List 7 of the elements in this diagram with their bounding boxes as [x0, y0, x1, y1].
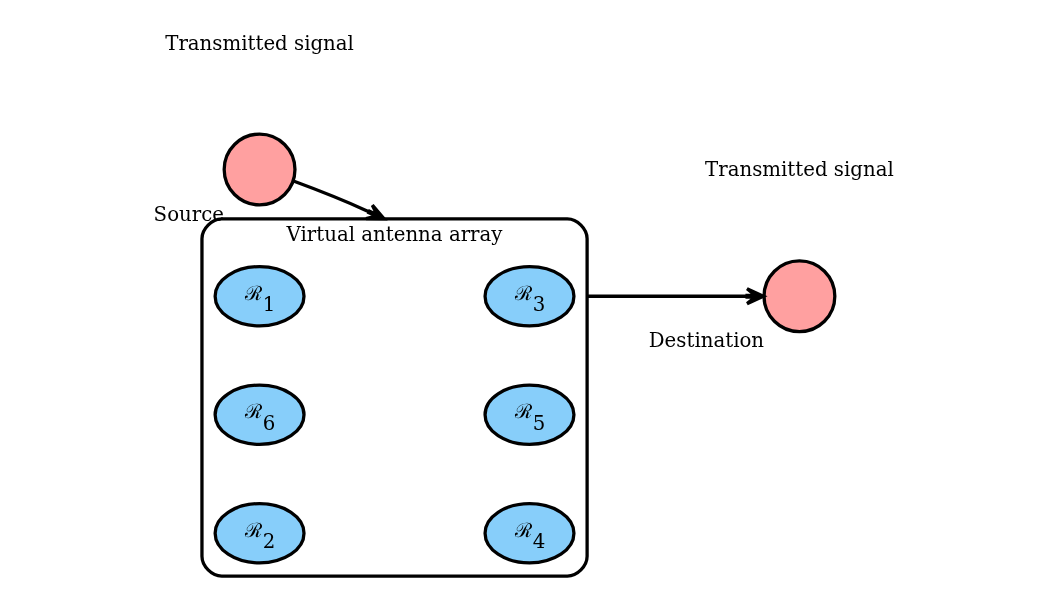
arrow	[292, 179, 386, 221]
label: Transmitted signal	[164, 31, 354, 55]
label: Transmitted signal	[704, 158, 894, 182]
arrow	[586, 287, 765, 306]
node-circle	[761, 259, 836, 334]
node-label: Destination	[648, 329, 764, 353]
node-circle	[222, 132, 297, 207]
